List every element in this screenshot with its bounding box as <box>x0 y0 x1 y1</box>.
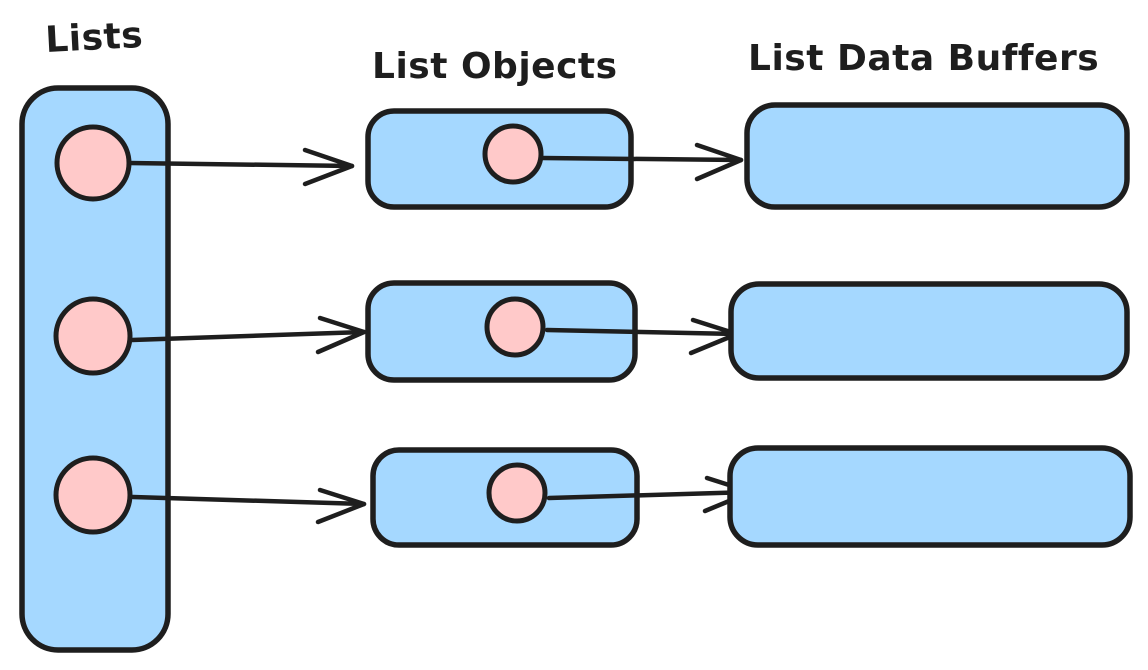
arrow-object-2-to-buffer-2 <box>544 327 740 337</box>
object-pointer-2 <box>484 296 546 358</box>
object-pointer-3 <box>486 462 548 524</box>
data-buffer-box-2 <box>728 281 1130 381</box>
arrowhead-object-1 <box>694 142 744 182</box>
arrow-object-3-to-buffer-3 <box>546 489 754 501</box>
arrow-object-1-to-buffer-1 <box>540 155 744 163</box>
list-pointer-2 <box>53 296 133 376</box>
arrowhead-list-pointer-1 <box>302 147 355 187</box>
arrow-list-pointer-3-to-object-3 <box>130 494 367 507</box>
object-pointer-1 <box>482 123 544 185</box>
list-pointer-3 <box>53 455 133 535</box>
column-label-list-objects: List Objects <box>372 46 618 87</box>
arrow-list-pointer-2-to-object-2 <box>129 329 367 343</box>
arrowhead-list-pointer-3 <box>315 487 367 525</box>
column-label-lists: Lists <box>44 15 144 61</box>
data-buffer-box-1 <box>744 102 1130 210</box>
arrowhead-list-pointer-2 <box>315 315 367 355</box>
data-buffer-box-3 <box>727 445 1133 548</box>
column-label-list-data-buffers: List Data Buffers <box>748 38 1099 79</box>
arrow-list-pointer-1-to-object-1 <box>126 160 355 169</box>
list-pointer-1 <box>54 124 132 202</box>
